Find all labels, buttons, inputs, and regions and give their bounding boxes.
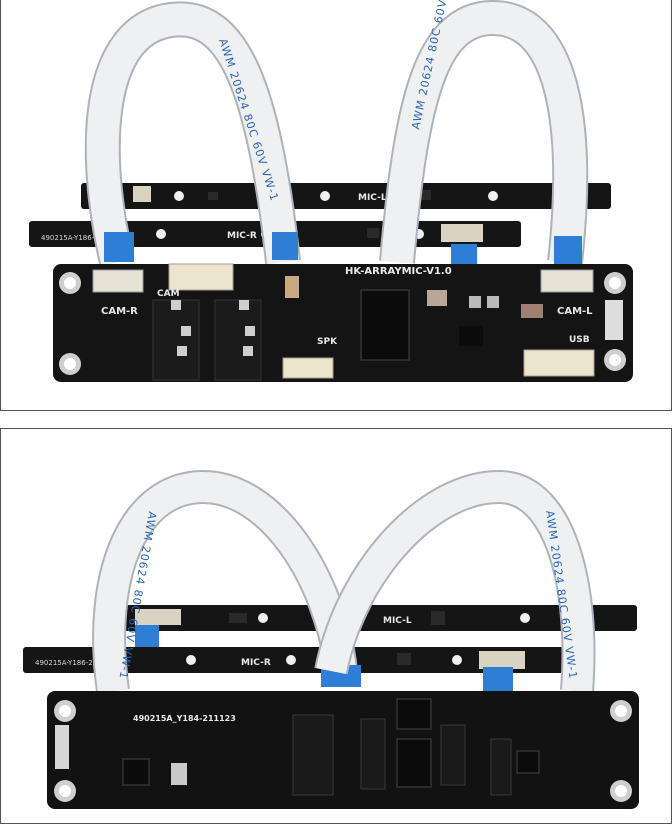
audio-jack (214, 299, 262, 381)
board-print: 490215A_Y184-211123 (133, 714, 236, 723)
mic-r-label: MIC-R (241, 658, 271, 668)
mic-r-strip: 490215A-Y186-211 MIC-R (23, 647, 583, 673)
board-title: HK-ARRAYMIC-V1.0 (345, 266, 452, 277)
main-board-top: HK-ARRAYMIC-V1.0 CAM CAM-R CAM-L SPK USB (53, 263, 633, 382)
mounting-hole (320, 191, 330, 201)
cable-tip (104, 232, 134, 262)
cam-l-label: CAM-L (557, 306, 593, 317)
top-view-photo: MIC-L 490215A-Y186-211 MIC-R AWM 20624 8… (29, 0, 633, 382)
mounting-hole (174, 191, 184, 201)
usb-label: USB (569, 335, 590, 345)
cable-tip (272, 232, 298, 260)
cam-r-label: CAM-R (101, 306, 138, 317)
cam-l-connector (540, 269, 594, 293)
main-board-bottom: 490215A_Y184-211123 (47, 691, 639, 809)
mic-l-strip: MIC-L (81, 183, 611, 209)
top-view-panel: MIC-L 490215A-Y186-211 MIC-R AWM 20624 8… (0, 0, 672, 411)
ribbon-cable-right: AWM 20624 80C 60V VW-1 (314, 470, 596, 693)
cam-r-connector (92, 269, 144, 293)
mic-l-label: MIC-L (358, 193, 387, 203)
mounting-hole (488, 191, 498, 201)
cable-tip (451, 244, 477, 264)
mounting-hole (286, 655, 296, 665)
mounting-hole (186, 655, 196, 665)
main-chip (360, 289, 410, 361)
cable-tip (554, 236, 582, 264)
spk-connector (282, 357, 334, 379)
mic-r-label: MIC-R (227, 231, 257, 241)
cam-connector (168, 263, 234, 291)
spk-label: SPK (317, 337, 338, 347)
cable-tip (135, 625, 159, 647)
audio-jack (152, 299, 200, 381)
mounting-hole (258, 613, 268, 623)
mounting-hole (156, 229, 166, 239)
mic-r-small-print: 490215A-Y186-211 (35, 659, 102, 667)
cam-label: CAM (157, 289, 180, 299)
mounting-hole (520, 613, 530, 623)
cable-tip (483, 667, 513, 691)
mounting-hole (452, 655, 462, 665)
usb-connector (523, 349, 595, 377)
bottom-view-photo: MIC-L 490215A-Y186-211 MIC-R AWM 20624 8… (23, 470, 639, 809)
bottom-view-panel: MIC-L 490215A-Y186-211 MIC-R AWM 20624 8… (0, 428, 672, 824)
ribbon-cable-right: AWM 20624 80C 60V VW-1 (379, 0, 589, 265)
mic-r-small-print: 490215A-Y186-211 (41, 234, 108, 242)
mic-l-label: MIC-L (383, 616, 412, 626)
